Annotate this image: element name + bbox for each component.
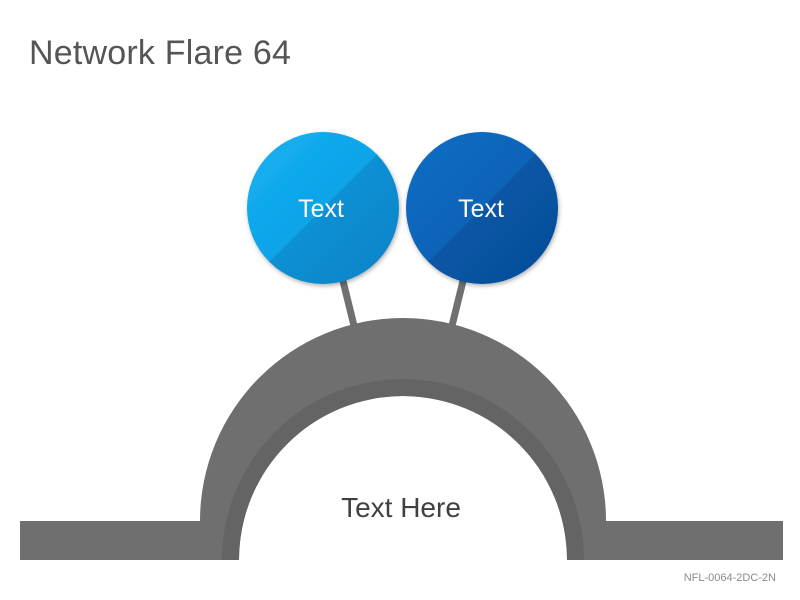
- bridge-arch: [20, 318, 783, 560]
- node-2-label: Text: [458, 195, 504, 223]
- page-title: Network Flare 64: [29, 34, 292, 72]
- node-1-label: Text: [298, 195, 344, 223]
- node-2[interactable]: [406, 132, 558, 284]
- footer-code: NFL-0064-2DC-2N: [683, 572, 776, 584]
- node-1[interactable]: [247, 132, 399, 284]
- center-label: Text Here: [341, 492, 461, 523]
